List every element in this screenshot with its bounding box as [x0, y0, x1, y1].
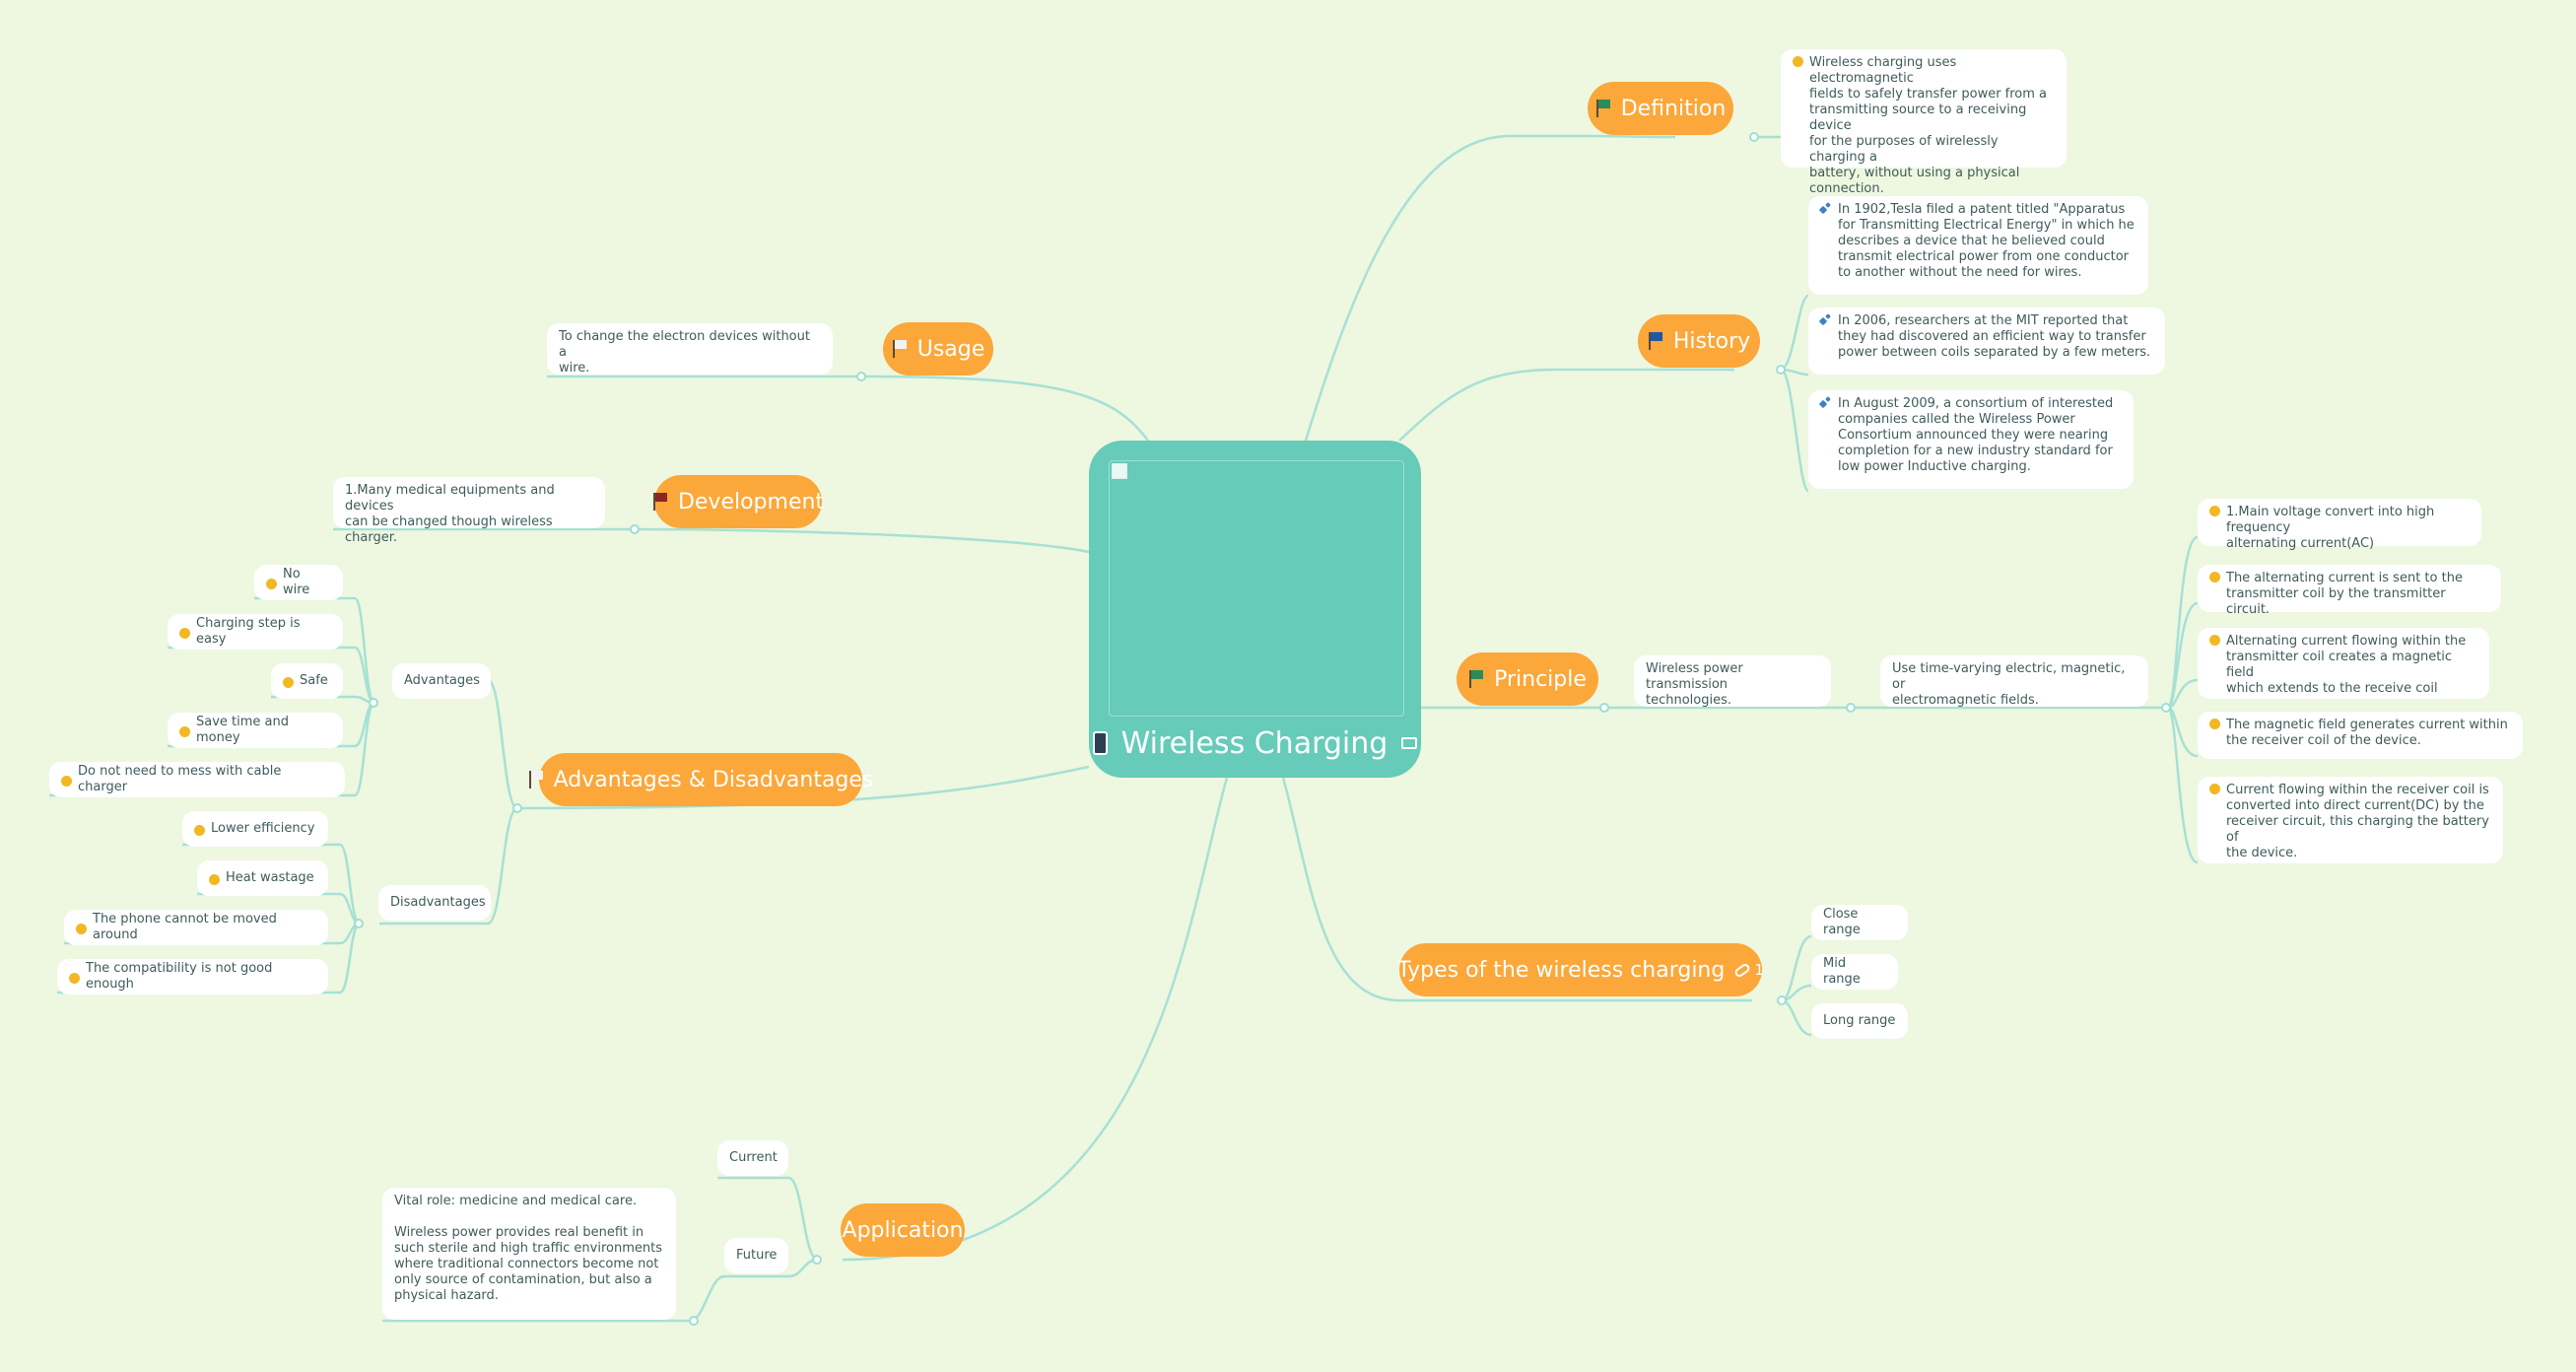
- smiley-icon: [266, 578, 277, 589]
- topic-label: Principle: [1494, 666, 1587, 692]
- central-title: Wireless Charging: [1120, 725, 1389, 761]
- link-development: [635, 527, 1090, 554]
- disadvantage-item[interactable]: The compatibility is not good enough: [57, 959, 328, 995]
- smiley-icon: [283, 676, 294, 688]
- flag-icon: [1648, 331, 1663, 351]
- link-history: [1398, 368, 1734, 442]
- types-item[interactable]: Mid range: [1811, 954, 1898, 990]
- principle-level2[interactable]: Use time-varying electric, magnetic, or …: [1880, 655, 2148, 708]
- smiley-icon: [76, 923, 87, 934]
- topic-label: Application: [842, 1217, 964, 1243]
- topic-label: History: [1672, 328, 1751, 354]
- connector-dot[interactable]: [512, 803, 522, 813]
- smiley-icon: [179, 725, 190, 737]
- future-text[interactable]: Vital role: medicine and medical care. W…: [382, 1188, 676, 1320]
- connector-dot[interactable]: [1749, 132, 1759, 142]
- topic-label: Definition: [1620, 96, 1727, 121]
- smiley-icon: [2209, 506, 2220, 516]
- topic-label: Advantages & Disadvantages: [553, 767, 874, 792]
- smiley-icon: [1793, 56, 1803, 67]
- smiley-icon: [209, 873, 220, 885]
- smiley-icon: [194, 824, 205, 836]
- image-icon[interactable]: [1401, 737, 1418, 749]
- principle-step[interactable]: Current flowing within the receiver coil…: [2198, 777, 2503, 863]
- development-text[interactable]: 1.Many medical equipments and devices ca…: [333, 477, 605, 545]
- link-advdis: [516, 765, 1090, 810]
- advantage-item[interactable]: Charging step is easy: [168, 614, 343, 650]
- topic-advdis[interactable]: Advantages & Disadvantages: [528, 753, 873, 806]
- connector-dot[interactable]: [856, 372, 866, 381]
- application-future[interactable]: Future: [724, 1238, 788, 1273]
- flag-icon: [652, 492, 668, 512]
- principle-step[interactable]: The alternating current is sent to the t…: [2198, 565, 2501, 617]
- connector-dot[interactable]: [369, 698, 378, 708]
- principle-step[interactable]: The magnetic field generates current wit…: [2198, 712, 2523, 759]
- link-icon: [1733, 961, 1752, 979]
- broken-image-icon: [1112, 463, 1127, 479]
- topic-label: Types of the wireless charging: [1397, 957, 1726, 983]
- link-application: [842, 777, 1229, 1262]
- disadvantage-item[interactable]: Lower efficiency: [182, 811, 328, 847]
- smiley-icon: [2209, 784, 2220, 794]
- sparkle-icon: [1820, 397, 1832, 409]
- topic-application[interactable]: Application: [841, 1203, 965, 1257]
- flag-icon: [1595, 99, 1611, 118]
- link-definition: [1304, 134, 1676, 442]
- connector-dot[interactable]: [1599, 703, 1609, 713]
- usage-text[interactable]: To change the electron devices without a…: [547, 323, 833, 376]
- topic-label: Development: [677, 489, 825, 514]
- disadvantage-item[interactable]: The phone cannot be moved around: [64, 910, 328, 945]
- flag-icon: [528, 770, 544, 789]
- topic-definition[interactable]: Definition: [1588, 82, 1733, 135]
- connector-dot[interactable]: [1777, 995, 1787, 1005]
- advantage-item[interactable]: Save time and money: [168, 713, 343, 748]
- phone-icon: [1092, 731, 1108, 755]
- central-image-placeholder: [1109, 460, 1404, 717]
- topic-history[interactable]: History: [1638, 314, 1760, 368]
- topic-types[interactable]: Types of the wireless charging 1: [1397, 943, 1764, 996]
- history-item[interactable]: In 1902,Tesla filed a patent titled "App…: [1808, 196, 2148, 295]
- connector-dot[interactable]: [812, 1255, 822, 1265]
- smiley-icon: [2209, 572, 2220, 583]
- link-types: [1281, 777, 1752, 1002]
- sparkle-icon: [1820, 203, 1832, 215]
- topic-principle[interactable]: Principle: [1457, 652, 1598, 706]
- smiley-icon: [179, 627, 190, 639]
- smiley-icon: [61, 775, 72, 787]
- flag-icon: [892, 339, 908, 359]
- advantage-item[interactable]: No wire: [254, 565, 343, 600]
- central-topic[interactable]: Wireless Charging: [1089, 441, 1421, 778]
- history-item[interactable]: In 2006, researchers at the MIT reported…: [1808, 308, 2165, 375]
- types-item[interactable]: Close range: [1811, 905, 1908, 940]
- principle-step[interactable]: 1.Main voltage convert into high frequen…: [2198, 499, 2481, 551]
- advantage-item[interactable]: Safe: [271, 663, 343, 699]
- topic-label: Usage: [916, 336, 985, 362]
- history-item[interactable]: In August 2009, a consortium of interest…: [1808, 390, 2134, 489]
- connector-dot[interactable]: [630, 524, 640, 534]
- types-item[interactable]: Long range: [1811, 1003, 1908, 1039]
- topic-development[interactable]: Development: [652, 475, 825, 528]
- connector-dot[interactable]: [354, 919, 364, 928]
- link-usage: [861, 375, 1150, 442]
- connector-dot[interactable]: [2161, 703, 2171, 713]
- connector-dot[interactable]: [1846, 703, 1856, 713]
- flag-icon: [1468, 669, 1484, 689]
- principle-step[interactable]: Alternating current flowing within the t…: [2198, 628, 2489, 699]
- advantages-node[interactable]: Advantages: [392, 663, 491, 699]
- connector-dot[interactable]: [689, 1316, 699, 1326]
- link-badge[interactable]: 1: [1733, 961, 1764, 979]
- topic-usage[interactable]: Usage: [883, 322, 993, 376]
- principle-level1[interactable]: Wireless power transmission technologies…: [1634, 655, 1831, 708]
- smiley-icon: [2209, 719, 2220, 729]
- smiley-icon: [69, 972, 80, 984]
- advantage-item[interactable]: Do not need to mess with cable charger: [49, 762, 345, 797]
- definition-text[interactable]: Wireless charging uses electromagnetic f…: [1781, 49, 2067, 196]
- connector-dot[interactable]: [1776, 365, 1786, 375]
- sparkle-icon: [1820, 314, 1832, 326]
- smiley-icon: [2209, 635, 2220, 646]
- disadvantages-node[interactable]: Disadvantages: [378, 885, 491, 921]
- disadvantage-item[interactable]: Heat wastage: [197, 860, 328, 896]
- application-current[interactable]: Current: [717, 1140, 788, 1176]
